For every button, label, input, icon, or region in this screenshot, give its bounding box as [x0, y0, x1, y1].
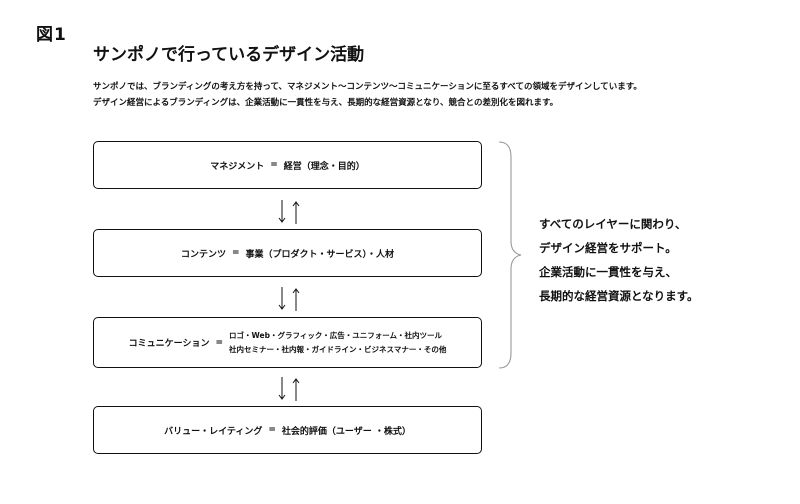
layer-name: コンテンツ [180, 249, 226, 260]
layer-detail-line: 社内セミナー・社内報・ガイドライン・ビジネスマナー・その他 [229, 344, 447, 354]
summary-line: 企業活動に一貫性を与え、 [539, 265, 677, 279]
layer-name: コミュニケーション [128, 339, 210, 349]
layer-detail: 社会的評価（ユーザー ・株式） [281, 426, 411, 437]
layer-communication-box: コミュニケーション = ロゴ・Web・グラフィック・広告・ユニフォーム・社内ツー… [93, 317, 482, 368]
equals-sign: = [268, 425, 276, 435]
layer-detail: ロゴ・Web・グラフィック・広告・ユニフォーム・社内ツール 社内セミナー・社内報… [229, 329, 446, 357]
equals-sign: = [231, 248, 240, 258]
description-line-2: デザイン経営によるブランディングは、企業活動に一貫性を与え、長期的な経営資源とな… [93, 98, 559, 108]
layer-detail-line: ロゴ・Web・グラフィック・広告・ユニフォーム・社内ツール [229, 330, 442, 340]
equals-sign: = [215, 337, 224, 348]
summary-text: すべてのレイヤーに関わり、 デザイン経営をサポート。 企業活動に一貫性を与え、 … [539, 212, 699, 308]
equals-sign: = [270, 160, 278, 170]
summary-line: デザイン経営をサポート。 [539, 241, 677, 255]
bidirectional-arrows-3 [275, 376, 303, 402]
layer-detail: 事業（プロダクト・サービス）・人材 [245, 249, 395, 260]
layer-name: マネジメント [210, 161, 265, 172]
layer-management-box: マネジメント = 経営（理念・目的） [93, 141, 482, 189]
layer-detail: 経営（理念・目的） [283, 161, 365, 172]
summary-line: すべてのレイヤーに関わり、 [539, 217, 687, 231]
bidirectional-arrows-2 [275, 286, 303, 312]
layer-name: バリュー・レイティング [164, 426, 263, 437]
layer-contents-box: コンテンツ = 事業（プロダクト・サービス）・人材 [93, 229, 482, 277]
summary-line: 長期的な経営資源となります。 [539, 289, 699, 303]
curly-brace [497, 141, 523, 373]
description-line-1: サンポノでは、ブランディングの考え方を持って、マネジメント〜コンテンツ〜コミュニ… [93, 82, 642, 92]
figure-label: 図1 [36, 25, 67, 45]
layer-value-rating-box: バリュー・レイティング = 社会的評価（ユーザー ・株式） [93, 406, 482, 454]
bidirectional-arrows-1 [275, 199, 303, 225]
diagram-title: サンポノで行っているデザイン活動 [93, 45, 365, 65]
